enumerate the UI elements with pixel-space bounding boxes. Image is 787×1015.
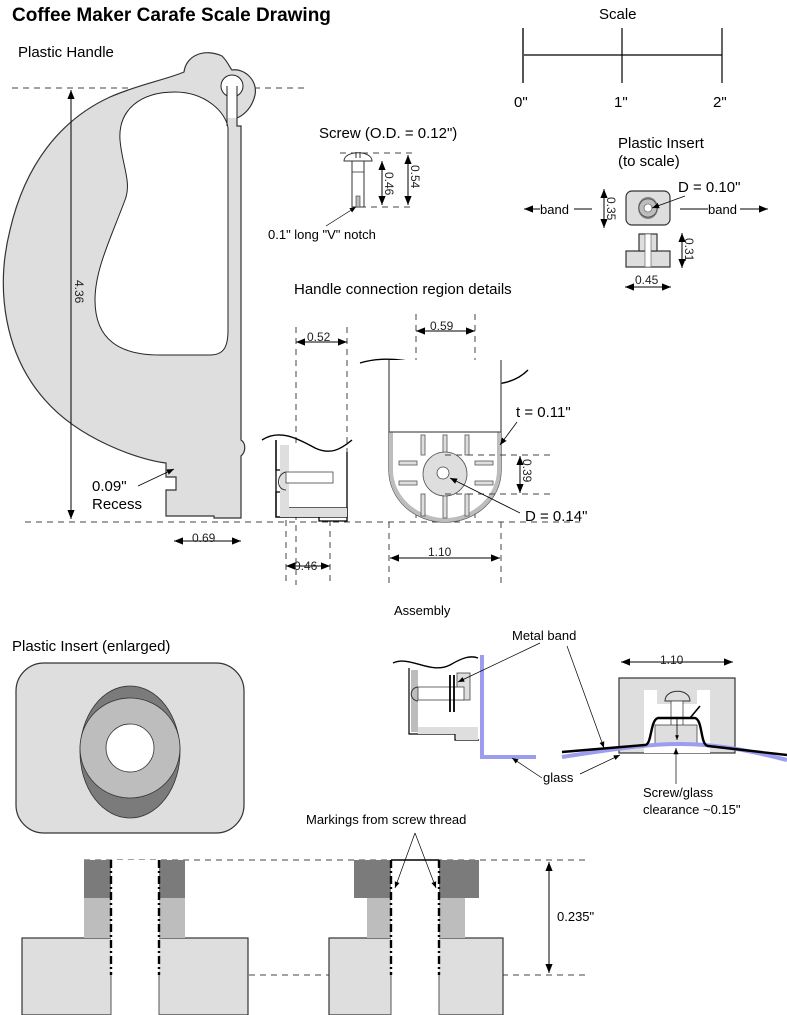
scale-tick-label-1: 1" [614,94,628,111]
clearance-label-2: clearance ~0.15" [643,802,741,817]
thread-leader-1 [394,832,416,889]
rib [474,480,494,486]
assembly-width-dimension: 1.10 [660,653,684,667]
thread-leader-2 [414,832,437,889]
assembly-screw-shank [417,686,465,701]
rib [420,434,426,456]
screw-label: Screw (O.D. = 0.12") [319,125,457,142]
rib [474,460,494,466]
wall-thickness-leader [499,421,518,446]
screw-overall-dimension: 0.54 [408,165,422,189]
plastic-handle-view: Plastic Handle 4.36 0.09" Recess 0.69 [2,44,580,545]
band-right-label: band [708,202,737,217]
recess-value: 0.09" [92,478,127,495]
insert-side-height-dimension: 0.31 [682,238,696,262]
assembly-side-lip [456,734,478,740]
assembly-side-floor [418,727,478,734]
insert-diameter-leader [651,195,686,209]
hole-diameter-leader [449,477,521,514]
assembly-front-screw-head [664,690,691,702]
boss-height-dimension: 0.39 [520,459,534,483]
handle-hook-slot [227,86,237,118]
scale-label: Scale [599,6,637,23]
assembly-view: Assembly Metal band 1.10 glass Screw/gla… [392,603,787,817]
thread-depth-dimension: 0.235" [557,909,595,924]
scale-tick-label-0: 0" [514,94,528,111]
rib [398,480,418,486]
side-break-line [261,434,353,452]
metal-band-label: Metal band [512,628,576,643]
insert-to-scale-title-1: Plastic Insert [618,135,705,152]
screw-view: Screw (O.D. = 0.12") 0.46 0.54 0.1" long… [268,125,457,242]
front-boss-hole [436,466,450,480]
assembly-band-tab [689,705,701,719]
base-width-dimension: 0.69 [192,531,216,545]
insert-to-scale-view: Plastic Insert (to scale) D = 0.10" band… [524,135,768,291]
insert-small-hole [643,203,653,213]
connection-details-label: Handle connection region details [294,281,512,298]
thread-section-view: Markings from screw thread 0.235" [21,812,595,1015]
screw-head [343,152,373,162]
insert-small-side-hole [644,233,652,268]
thread-left-bore [111,860,159,1015]
side-screw-shank [285,471,334,484]
side-wall [280,445,289,517]
assembly-break-line [392,656,479,669]
insert-enlarged-view: Plastic Insert (enlarged) [12,638,245,834]
wall-thickness: t = 0.11" [516,404,571,421]
insert-diameter: D = 0.10" [678,179,740,196]
side-bottom-dimension: 0.46 [294,559,318,573]
plastic-handle-label: Plastic Handle [18,44,114,61]
thread-markings-label: Markings from screw thread [306,812,466,827]
band-left-label: band [540,202,569,217]
assembly-label: Assembly [394,603,451,618]
handle-opening [94,91,229,356]
insert-enlarged-hole [105,723,155,773]
side-top-dimension: 0.52 [307,330,331,344]
side-screw-head [278,471,287,491]
insert-height-dimension: 0.35 [604,197,618,221]
clearance-label-1: Screw/glass [643,785,714,800]
handle-height-dimension: 4.36 [72,280,86,304]
scale-bar: Scale 0" 1" 2" [514,6,727,111]
glass-leader-right [579,754,621,775]
insert-enlarged-label: Plastic Insert (enlarged) [12,638,170,655]
assembly-front-insert [654,724,698,746]
scale-tick-label-2: 2" [713,94,727,111]
screw-v-notch [355,195,361,208]
screw-length-dimension: 0.46 [382,172,396,196]
assembly-screw-head [410,686,419,702]
front-top-dimension: 0.59 [430,319,454,333]
rib [398,460,418,466]
drawing-title: Coffee Maker Carafe Scale Drawing [12,5,331,26]
notch-leader [325,206,357,227]
assembly-glass-left [480,655,536,759]
hole-diameter: D = 0.14" [525,508,587,525]
insert-width-dimension: 0.45 [635,273,659,287]
assembly-metal-band [561,716,787,757]
rib [442,493,448,519]
metal-band-leader-right [566,645,605,749]
metal-band-leader-left [457,642,541,683]
insert-to-scale-title-2: (to scale) [618,153,680,170]
side-floor [280,508,347,517]
notch-note: 0.1" long "V" notch [268,227,376,242]
rib [464,493,470,517]
assembly-side-wall [411,670,418,732]
rib [420,493,426,517]
glass-label: glass [543,770,574,785]
recess-label: Recess [92,496,142,513]
front-bottom-dimension: 1.10 [428,545,452,559]
rib [464,434,470,456]
glass-leader-left [511,757,543,779]
thread-right-bore [391,860,439,1015]
connection-details-view: Handle connection region details 0.52 0.… [261,281,587,585]
recess-leader [137,468,175,487]
